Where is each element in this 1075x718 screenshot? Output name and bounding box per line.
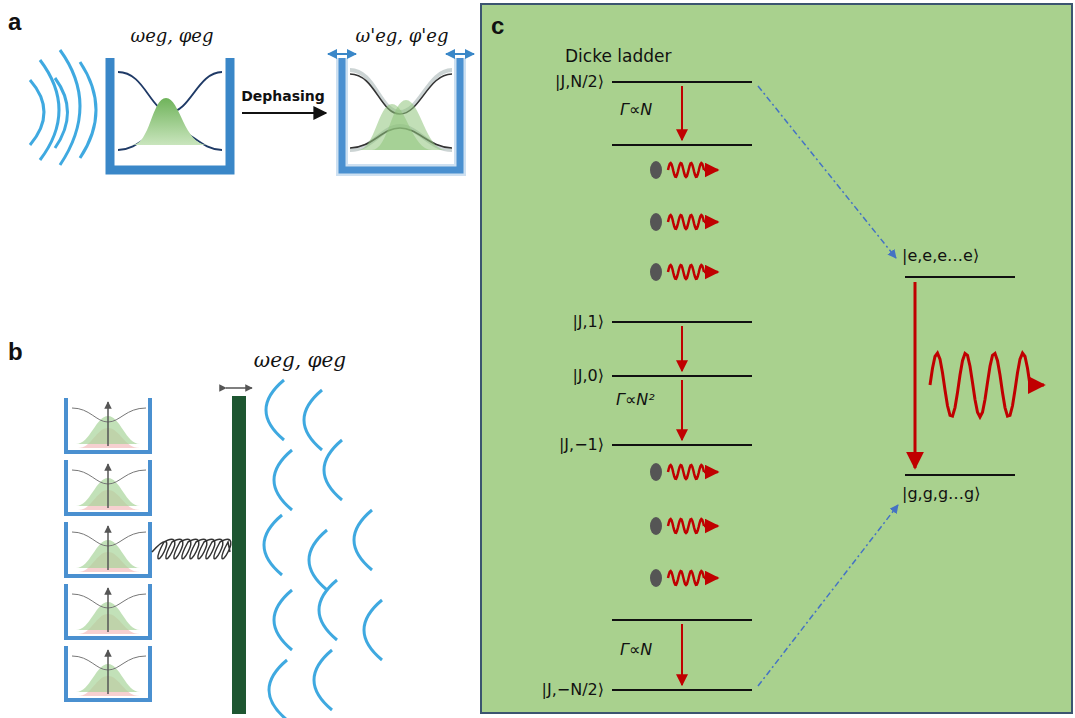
process-label: Dephasing — [241, 88, 325, 105]
stroke — [704, 577, 718, 580]
stroke — [668, 571, 704, 585]
stroke — [66, 522, 150, 576]
stroke — [72, 594, 146, 608]
stroke — [668, 215, 704, 229]
stroke — [269, 660, 287, 718]
stroke — [704, 525, 718, 528]
mirror-bar — [232, 396, 246, 714]
stroke — [930, 353, 1030, 417]
stroke — [364, 600, 382, 660]
wave-fronts — [264, 380, 382, 718]
stroke — [72, 656, 146, 670]
dashed-arrow — [758, 505, 898, 686]
stroke — [704, 221, 718, 224]
frequency-phase: ω'eg, φ'eg — [356, 25, 449, 47]
frequency-phase: ωeg, φeg — [130, 25, 213, 47]
state-label: |J,1⟩ — [572, 312, 604, 331]
wave-fronts — [30, 50, 96, 165]
stroke — [72, 532, 146, 546]
superradiant-decay — [914, 282, 917, 468]
stroke — [1030, 384, 1044, 387]
stroke — [66, 460, 150, 514]
stroke — [324, 440, 342, 500]
stroke — [107, 464, 109, 508]
panel-letter: b — [8, 338, 23, 367]
stroke — [309, 530, 327, 590]
stroke — [704, 169, 718, 172]
state-label: |J,0⟩ — [572, 366, 604, 385]
stroke — [668, 265, 704, 279]
panel-background — [481, 4, 1072, 713]
stroke — [354, 510, 372, 570]
rate-label: Γ∝N² — [616, 390, 655, 409]
stroke — [264, 515, 282, 575]
panel-letter: c — [491, 12, 504, 41]
photon-wiggles — [668, 163, 1044, 585]
stroke — [107, 526, 109, 570]
coupling-spring — [152, 539, 231, 559]
stroke — [72, 408, 146, 422]
stroke — [66, 584, 150, 638]
stroke — [319, 580, 337, 640]
frequency-phase: ωeg, φeg — [254, 348, 346, 372]
dicke-levels — [612, 82, 1015, 690]
stroke — [107, 650, 109, 694]
state-label: |J,−1⟩ — [559, 435, 604, 454]
emitter-array — [66, 398, 150, 700]
wavepacket — [132, 98, 208, 145]
state-label: |e,e,e…e⟩ — [902, 246, 979, 265]
stroke — [274, 590, 292, 650]
dashed-arrow — [758, 86, 896, 258]
state-label: |J,−N/2⟩ — [542, 680, 604, 699]
process-arrow — [242, 112, 326, 114]
ellipsis-dots — [650, 161, 662, 587]
state-label: |g,g,g…g⟩ — [902, 484, 980, 503]
potential-well — [110, 58, 230, 170]
stroke — [72, 470, 146, 484]
dicke-panel: cDicke ladder — [481, 4, 1072, 713]
rate-label: Γ∝N — [620, 100, 652, 119]
potential-well — [342, 58, 460, 170]
stroke — [274, 450, 292, 510]
rate-label: Γ∝N — [620, 640, 652, 659]
stroke — [66, 646, 150, 700]
stroke — [107, 402, 109, 446]
stroke — [314, 650, 332, 710]
stroke — [668, 163, 704, 177]
stroke — [66, 398, 150, 452]
panel-letter: a — [8, 8, 21, 37]
stroke — [107, 588, 109, 632]
stroke — [704, 271, 718, 274]
stroke — [266, 380, 284, 440]
decay-arrows — [681, 86, 683, 685]
state-label: |J,N/2⟩ — [555, 72, 604, 91]
panel-heading: Dicke ladder — [565, 46, 671, 66]
stroke — [668, 519, 704, 533]
stroke — [668, 465, 704, 479]
stroke — [304, 390, 322, 450]
stroke — [704, 471, 718, 474]
